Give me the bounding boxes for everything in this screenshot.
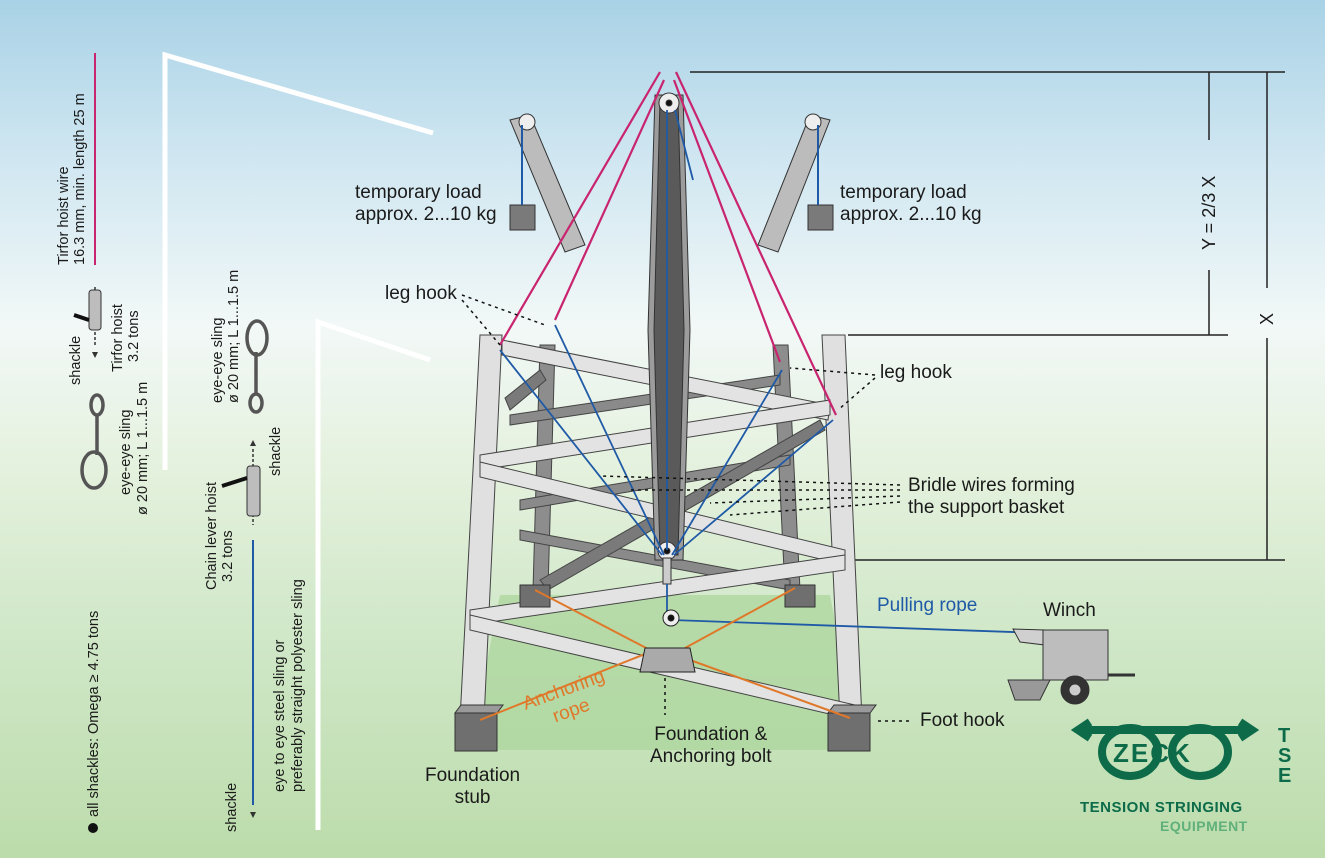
legend-shackle-3: shackle: [224, 782, 240, 832]
label-leg-hook-right: leg hook: [880, 362, 952, 383]
label-foundation-bolt: Foundation & Anchoring bolt: [650, 724, 771, 768]
legend-eye-sling-2-label: eye-eye sling: [210, 317, 226, 403]
label-foot-hook: Foot hook: [920, 710, 1005, 731]
label-foundation-stub: Foundation stub: [425, 765, 520, 809]
label-foundation-bolt-line1: Foundation &: [654, 724, 768, 745]
gin-pole-tilted-right: [757, 113, 834, 253]
anchoring-ropes: [479, 587, 851, 721]
label-temp-load-right: temporary load approx. 2...10 kg: [840, 182, 982, 226]
legend-all-shackles: all shackles: Omega ≥ 4.75 tons: [86, 610, 102, 817]
label-foundation-stub-line2: stub: [454, 787, 491, 808]
label-foundation-bolt-line2: Anchoring bolt: [650, 746, 772, 767]
label-bridle-line1: Bridle wires forming: [908, 475, 1075, 496]
dimension-lines: [690, 71, 1285, 561]
label-bridle-wires: Bridle wires forming the support basket: [908, 475, 1075, 519]
legend-chain-hoist-icon: [221, 440, 261, 525]
foundation-stubs: [454, 584, 877, 752]
legend-steel-sling-label-2: preferably straight polyester sling: [290, 579, 306, 792]
legend-eye-sling-2-spec: ø 20 mm; L 1...1.5 m: [226, 269, 242, 403]
label-leg-hook-left: leg hook: [385, 283, 457, 304]
label-winch: Winch: [1043, 600, 1096, 621]
gin-pole: [647, 92, 691, 585]
gin-pole-tilted-left: [509, 113, 586, 253]
legend-steel-sling-label: eye to eye steel sling or: [272, 639, 288, 792]
legend-shackle-bottom: [250, 812, 256, 818]
legend-eye-sling-1-icon: [80, 393, 108, 490]
label-foundation-stub-line1: Foundation: [425, 765, 521, 786]
frame-decor-bottom: [315, 318, 431, 830]
legend-tirfor-wire-spec: 16.3 mm, min. length 25 m: [72, 93, 88, 265]
legend-eye-sling-2-icon: [245, 319, 269, 414]
legend-eye-sling-1-label: eye-eye sling: [118, 409, 134, 495]
legend-shackle-2: shackle: [268, 426, 284, 476]
bullet-icon: [88, 823, 98, 833]
label-temp-load-right-line1: temporary load: [840, 182, 967, 203]
legend-chain-hoist-label: Chain lever hoist: [204, 482, 220, 590]
logo-line2: EQUIPMENT: [1160, 818, 1248, 834]
legend-chain-hoist-spec: 3.2 tons: [220, 530, 236, 582]
label-temp-load-left-line2: approx. 2...10 kg: [355, 204, 497, 225]
legend-shackle-1: shackle: [68, 335, 84, 385]
tirfor-hoist-wires: [499, 71, 837, 416]
leader-lines: [461, 294, 910, 722]
legend-tirfor-hoist-spec: 3.2 tons: [126, 310, 142, 362]
label-temp-load-left-line1: temporary load: [355, 182, 482, 203]
legend-tirfor-hoist-icon: [73, 287, 102, 358]
anchor-bolt: [639, 609, 696, 673]
winch-icon: [1007, 628, 1135, 705]
label-temp-load-left: temporary load approx. 2...10 kg: [355, 182, 497, 226]
logo-brand: ZECK: [1113, 738, 1192, 768]
legend-tirfor-wire-label: Tirfor hoist wire: [56, 166, 72, 265]
label-temp-load-right-line2: approx. 2...10 kg: [840, 204, 982, 225]
dimension-x-label: X: [1257, 312, 1277, 325]
frame-decor-top: [162, 51, 434, 470]
label-pulling-rope: Pulling rope: [877, 595, 978, 616]
logo-side: TSE: [1278, 725, 1292, 787]
legend-tirfor-hoist-label: Tirfor hoist: [110, 304, 126, 372]
dimension-y-label: Y = 2/3 X: [1199, 175, 1219, 250]
logo-line1: TENSION STRINGING: [1080, 799, 1243, 816]
zeck-logo-graphic: [1070, 718, 1260, 780]
legend-eye-sling-1-spec: ø 20 mm; L 1...1.5 m: [135, 381, 151, 515]
label-bridle-line2: the support basket: [908, 497, 1065, 518]
